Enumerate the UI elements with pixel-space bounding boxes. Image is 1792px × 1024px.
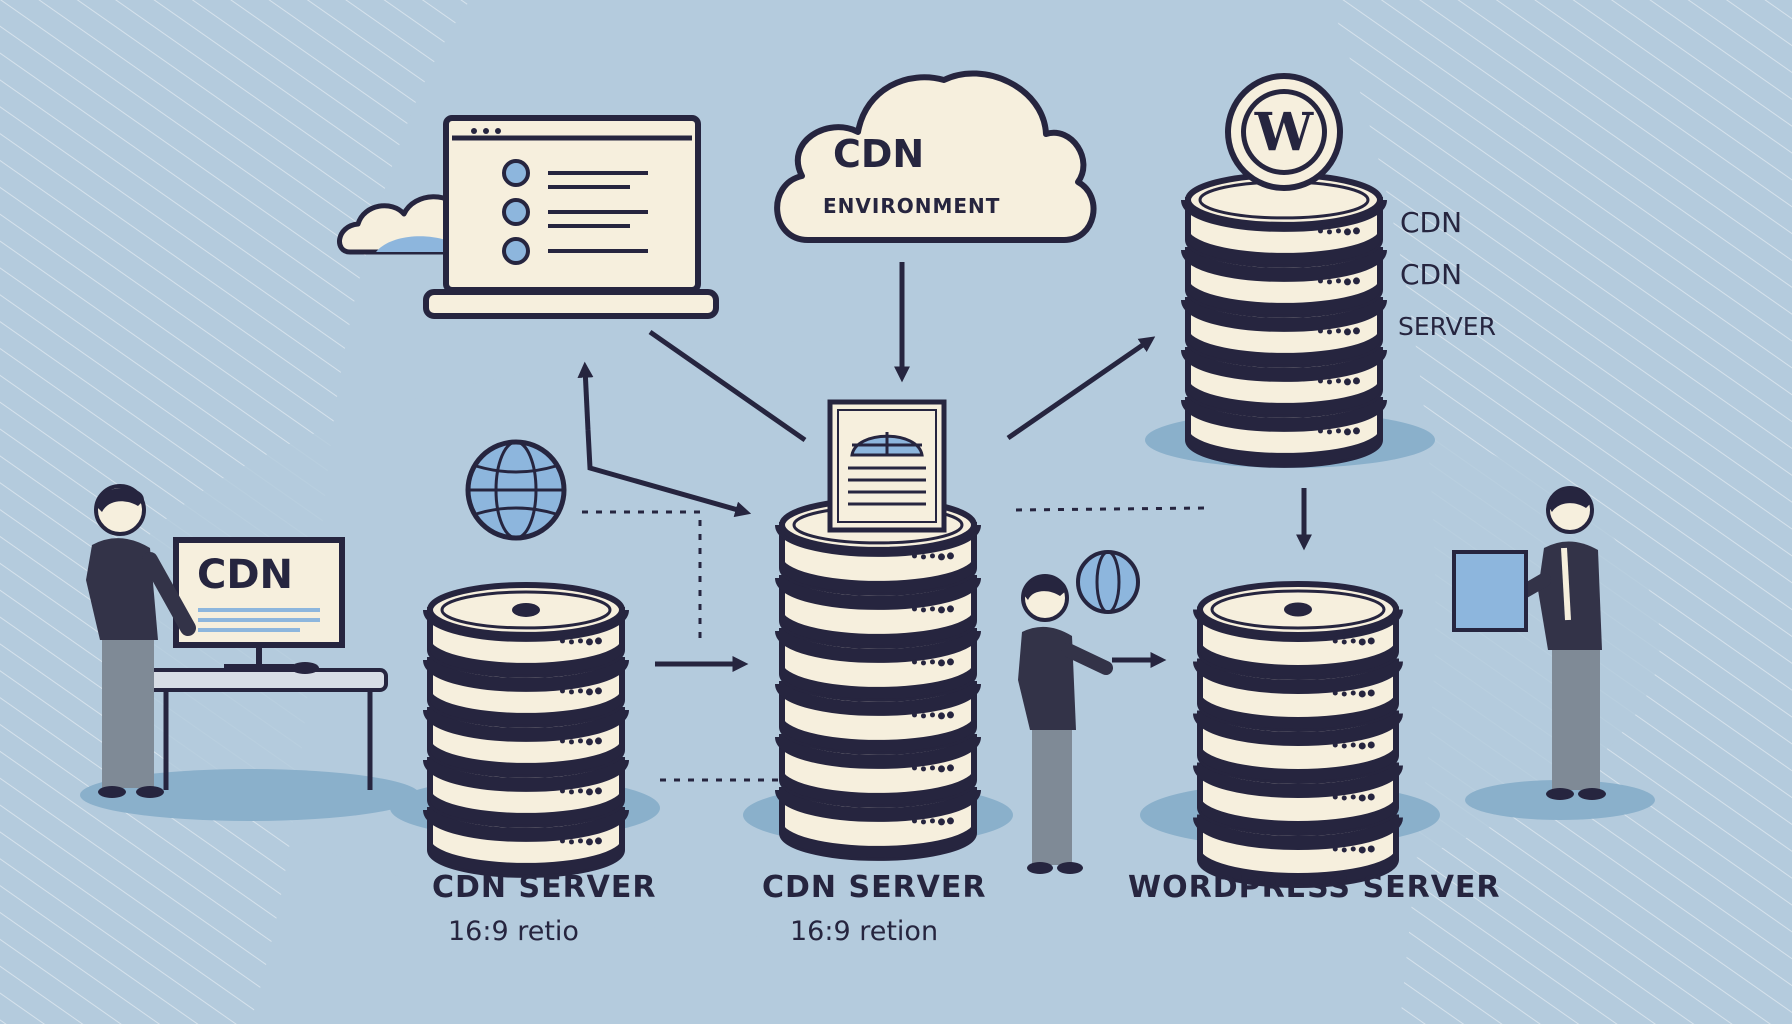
server-top (1197, 581, 1399, 638)
server-disk (423, 806, 629, 878)
server-disk (1181, 246, 1387, 318)
server-top (427, 582, 625, 638)
server-disk (1193, 658, 1403, 732)
wp-label-3: SERVER (1398, 312, 1496, 341)
wordpress-server-bottom (1193, 581, 1403, 888)
monitor (173, 537, 345, 674)
caption-wordpress-server: WORDPRESS SERVER (1128, 870, 1501, 905)
wordpress-server-stack (1181, 172, 1387, 468)
person-left (86, 484, 196, 798)
caption-cdn-server-center: CDN SERVER (762, 870, 987, 905)
server-disk (1193, 710, 1403, 784)
server-disk (775, 574, 981, 649)
cdn-environment-cloud (774, 70, 1097, 243)
laptop-icon (423, 115, 719, 319)
server-disk (775, 733, 981, 808)
person-center (1018, 574, 1113, 874)
document-icon (827, 399, 947, 533)
wordpress-logo-icon: W (1225, 73, 1343, 191)
dotted-connectors (582, 506, 1206, 782)
cdn-server-center (775, 497, 981, 861)
sub-cdn-server-center: 16:9 retion (790, 916, 939, 947)
arrows (577, 262, 1313, 673)
server-disk (775, 786, 981, 861)
server-disk (1181, 296, 1387, 368)
server-disk (775, 680, 981, 755)
wp-label-1: CDN (1400, 206, 1463, 239)
cloud-title: CDN (833, 132, 925, 176)
server-disk (423, 656, 629, 728)
server-disk (1181, 346, 1387, 418)
wp-label-2: CDN (1400, 258, 1463, 291)
server-disk (1181, 396, 1387, 468)
server-disk (423, 756, 629, 828)
server-disk (1193, 814, 1403, 888)
server-disk (775, 627, 981, 702)
monitor-text: CDN (197, 552, 294, 598)
globe-icon (465, 439, 567, 541)
sub-cdn-server-left: 16:9 retio (448, 916, 579, 947)
cdn-server-left (423, 582, 629, 878)
person-right (1452, 486, 1606, 800)
svg-text:W: W (1254, 102, 1315, 163)
server-disk (1193, 762, 1403, 836)
small-globe-icon (1076, 550, 1140, 614)
tablet-icon (1452, 550, 1528, 632)
server-disk (423, 706, 629, 778)
cloud-subtitle: ENVIRONMENT (823, 194, 1001, 218)
caption-cdn-server-left: CDN SERVER (432, 870, 657, 905)
